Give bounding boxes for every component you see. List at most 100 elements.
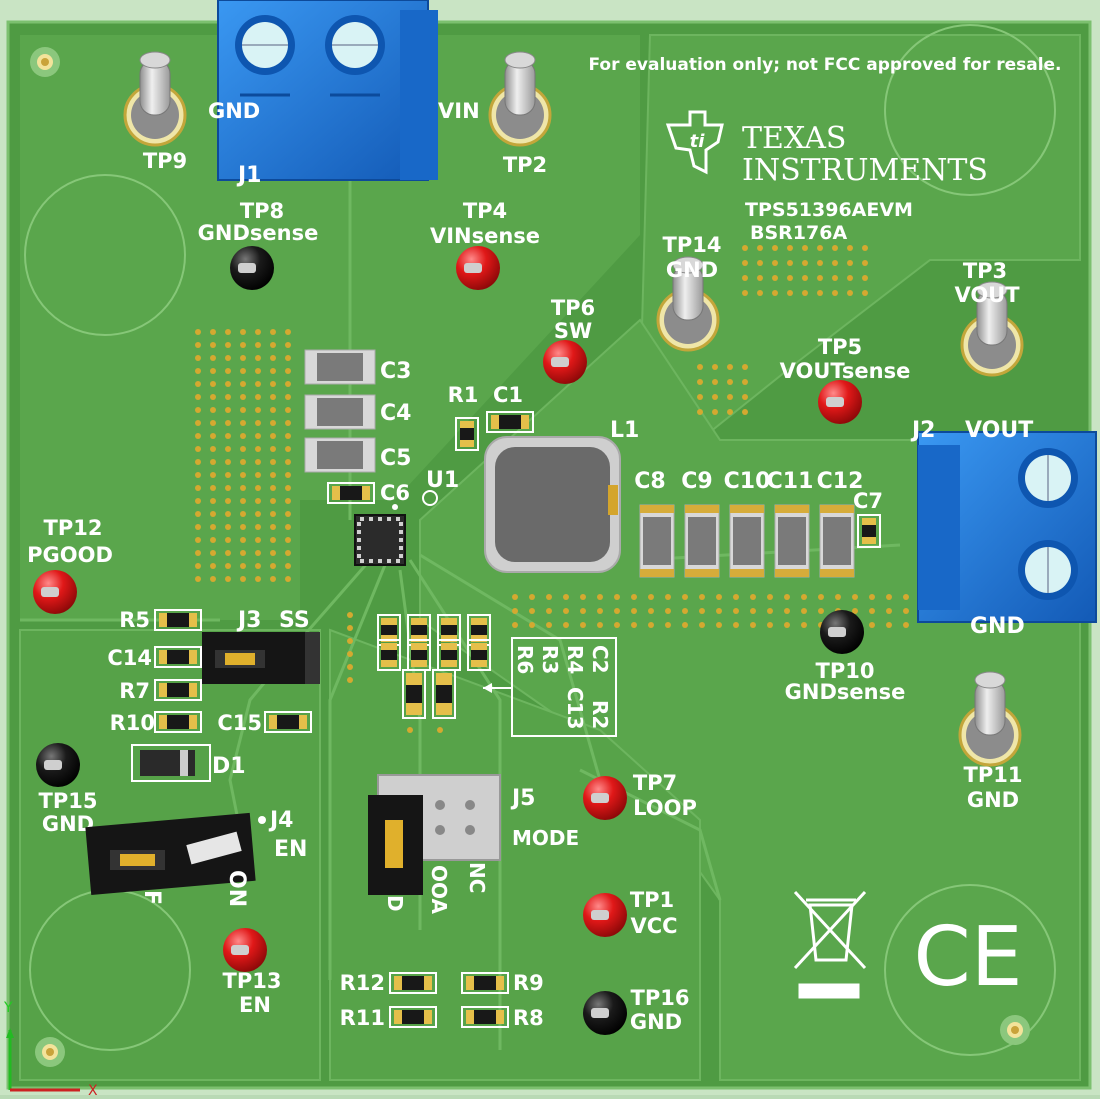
tp5-test-point[interactable] [818,380,862,424]
tp10-net-label: GNDsense [785,680,906,704]
c8-capacitor [639,504,675,578]
j5-header[interactable] [368,774,501,895]
u1-ic [354,504,406,566]
j5-pin2-label: OOA [427,865,451,914]
j3-jumper[interactable] [202,632,320,684]
tp14-ref-label: TP14 [663,233,722,257]
tp9-net-label: GND [208,99,260,123]
tp1-test-point[interactable] [583,893,627,937]
c3-capacitor [304,349,376,385]
r1-ref: R1 [448,383,479,407]
l1-inductor [484,436,621,573]
j2-ref: J2 [910,418,936,443]
tp8-test-point[interactable] [230,246,274,290]
tp3-test-point[interactable] [960,281,1024,377]
tp8-net-label: GNDsense [198,221,319,245]
c15-component [264,711,312,733]
tp7-ref-label: TP7 [633,771,677,795]
l1-ref: L1 [610,418,639,443]
d1-diode [131,744,211,782]
tp12-test-point[interactable] [33,570,77,614]
c4-ref: C4 [380,401,411,426]
tp12-net-label: PGOOD [27,543,113,567]
part-number: TPS51396AEVM [745,199,913,221]
c14-ref: C14 [107,646,152,670]
r7-ref: R7 [119,679,150,703]
tp11-net-label: GND [967,788,1019,812]
tp11-test-point[interactable] [958,671,1022,767]
u1-ref: U1 [426,468,459,493]
j1-terminal-block[interactable] [217,0,438,181]
tp14-test-point[interactable] [656,256,720,352]
brand-line-2: Instruments [742,153,988,188]
tp16-test-point[interactable] [583,991,627,1035]
tp10-test-point[interactable] [820,610,864,654]
j3-label: SS [279,608,310,633]
tp4-ref-label: TP4 [463,199,507,223]
j2-terminal-block[interactable] [917,431,1097,623]
j4-off-label: F [139,890,164,905]
ti-logo-icon: ti [665,110,724,175]
r12-ref: R12 [340,971,385,995]
tp5-ref-label: TP5 [818,335,862,359]
legend-r2: R2 [588,700,612,729]
c15-ref: C15 [217,711,262,735]
c14-component [154,646,202,668]
tp7-test-point[interactable] [583,776,627,820]
tp5-net-label: VOUTsense [780,359,911,383]
tp2-net-label: VIN [438,99,480,123]
r1-component [455,417,479,451]
axis-indicator: Y X [3,1000,98,1099]
c3-ref: C3 [380,359,411,384]
via-field [195,245,909,733]
tp15-test-point[interactable] [36,743,80,787]
c4-capacitor [304,394,376,430]
evaluation-notice: For evaluation only; not FCC approved fo… [588,55,1061,75]
r8-ref: R8 [513,1006,544,1030]
c12-ref: C12 [817,469,864,494]
r5-component [154,609,202,631]
r8-component [461,1006,509,1028]
c5-capacitor [304,437,376,473]
tp6-net-label: SW [554,319,592,343]
tp13-test-point[interactable] [223,928,267,972]
j2-gnd-label: GND [970,614,1025,639]
weee-recycle-icon [793,890,867,999]
r12-component [389,972,437,994]
legend-r6: R6 [513,645,537,674]
tp4-test-point[interactable] [456,246,500,290]
r11-component [389,1006,437,1028]
j5-label: MODE [512,826,579,850]
tp6-test-point[interactable] [543,340,587,384]
c10-ref: C10 [724,469,771,494]
tp3-net-label: VOUT [954,283,1020,307]
svg-text:ti: ti [690,131,706,152]
c9-ref: C9 [681,469,712,494]
tp2-ref-label: TP2 [503,153,547,177]
tp3-ref-label: TP3 [963,259,1007,283]
tp9-ref-label: TP9 [143,149,187,173]
tp2-test-point[interactable] [488,51,552,147]
d1-ref: D1 [212,754,246,779]
legend-c13: C13 [563,687,587,730]
j4-label: EN [274,837,307,862]
j4-on-label: ON [224,870,249,907]
c1-component [486,411,534,433]
tp9-test-point[interactable] [123,51,187,147]
c10-capacitor [729,504,765,578]
fiducials [30,47,1030,1067]
c11-ref: C11 [767,469,814,494]
tp11-ref-label: TP11 [964,763,1023,787]
j1-ref: J1 [236,163,262,188]
r5-ref: R5 [119,608,150,632]
r7-component [154,679,202,701]
tp1-net-label: VCC [630,914,677,938]
r9-component [461,972,509,994]
j4-jumper[interactable] [85,812,256,896]
tp13-net-label: EN [239,993,271,1017]
tp10-ref-label: TP10 [816,659,875,683]
j2-vout-label: VOUT [965,418,1033,443]
c1-ref: C1 [493,383,523,407]
